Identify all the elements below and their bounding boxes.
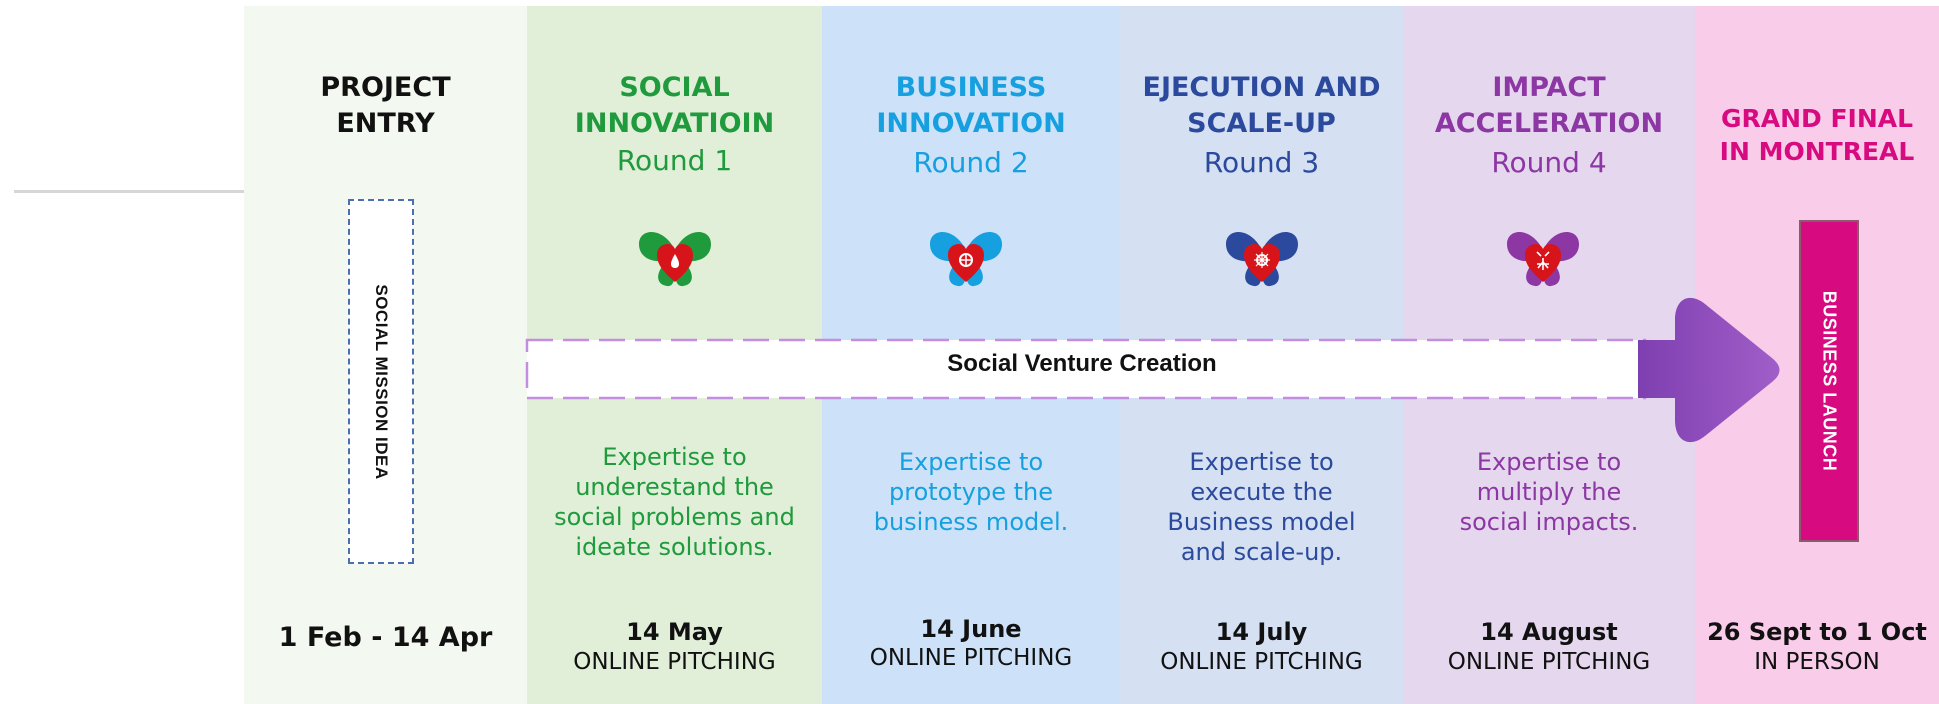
butterfly-icon-round-3 [1220,220,1304,292]
venture-arrow [525,297,1780,443]
social-mission-idea-label: SOCIAL MISSION IDEA [372,283,391,480]
stage-mode: ONLINE PITCHING [869,645,1073,671]
stage-date: 26 Sept to 1 Oct [1707,618,1927,646]
social-mission-idea-box: SOCIAL MISSION IDEA [348,199,414,564]
stage-title: IMPACT ACCELERATION [1434,72,1664,139]
stage-title: BUSINESS INNOVATION [876,72,1066,139]
social-venture-creation-label: Social Venture Creation [947,350,1217,377]
stage-date: 1 Feb - 14 Apr [278,622,493,653]
stage-title: EJECUTION AND SCALE-UP [1142,72,1381,139]
stage-round: Round 4 [1491,146,1607,179]
stage-date: 14 July [1215,618,1308,646]
stage-description: Expertise to underestand the social prob… [554,443,795,561]
business-launch-box: BUSINESS LAUNCH [1799,220,1859,542]
stage-mode: IN PERSON [1754,649,1880,675]
stage-description: Expertise to prototype the business mode… [873,448,1069,536]
stage-title: SOCIAL INNOVATIOIN [574,72,775,139]
stage-round: Round 2 [913,146,1029,179]
stage-description: Expertise to multiply the social impacts… [1459,448,1639,536]
stage-round: Round 3 [1203,146,1320,179]
business-launch-label: BUSINESS LAUNCH [1819,290,1840,472]
stage-date: 14 May [626,618,723,646]
butterfly-icon-round-1 [633,220,717,292]
butterfly-icon-round-2 [924,220,1008,292]
stage-title: GRAND FINAL IN MONTREAL [1719,104,1915,166]
stage-title: PROJECT ENTRY [320,72,451,139]
stage-project-entry: PROJECT ENTRY 1 Feb - 14 Apr [244,6,527,704]
stage-date: 14 August [1480,618,1618,646]
stage-date: 14 June [920,615,1022,643]
stage-mode: ONLINE PITCHING [1447,649,1651,675]
stage-mode: ONLINE PITCHING [1160,649,1363,675]
stage-description: Expertise to execute the Business model … [1167,448,1356,566]
stage-round: Round 1 [616,144,733,177]
divider-line [14,190,244,193]
stage-mode: ONLINE PITCHING [573,649,776,675]
butterfly-icon-round-4 [1501,220,1585,292]
